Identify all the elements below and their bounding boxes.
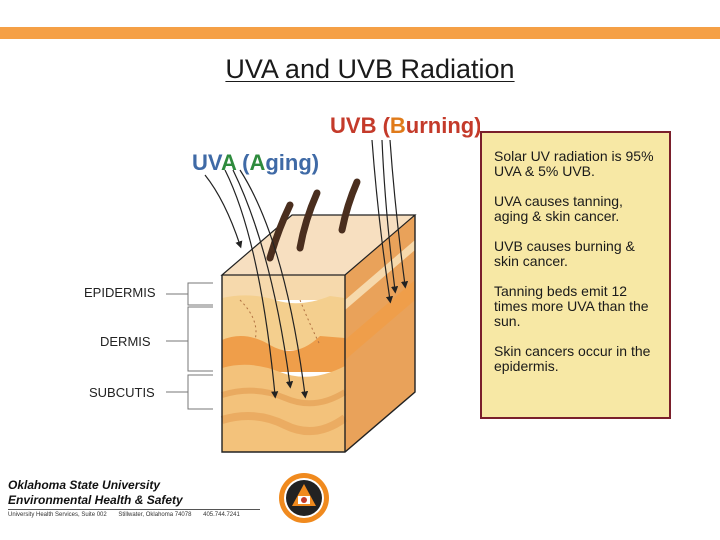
facts-box: Solar UV radiation is 95% UVA & 5% UVB. … [480,131,671,419]
subcutis-layer [222,365,345,452]
skin-diagram: UVA (Aging) UVB (Burning) EPIDERMIS DERM… [0,100,480,470]
layer-label-dermis: DERMIS [100,334,151,349]
fact-item: Tanning beds emit 12 times more UVA than… [494,284,659,329]
top-accent-bar [0,27,720,39]
layer-brackets [166,283,213,409]
slide-title: UVA and UVB Radiation [160,54,580,85]
fact-item: UVB causes burning & skin cancer. [494,239,659,269]
fact-item: UVA causes tanning, aging & skin cancer. [494,194,659,224]
uva-ray-4 [205,175,240,245]
fact-item: Skin cancers occur in the epidermis. [494,344,659,374]
skin-cross-section: UVA (Aging) UVB (Burning) [0,100,480,470]
layer-label-subcutis: SUBCUTIS [89,385,155,400]
department-name: Environmental Health & Safety [8,493,183,507]
footer-divider [8,509,260,510]
uva-label: UVA (Aging) [192,150,319,175]
university-name: Oklahoma State University [8,478,160,492]
footer-logo: Oklahoma State University Environmental … [8,478,268,524]
uvb-label: UVB (Burning) [330,113,480,138]
fact-item: Solar UV radiation is 95% UVA & 5% UVB. [494,149,659,179]
layer-label-epidermis: EPIDERMIS [84,285,156,300]
ehs-seal-icon [278,472,330,524]
footer-address: University Health Services, Suite 002 St… [8,512,250,518]
